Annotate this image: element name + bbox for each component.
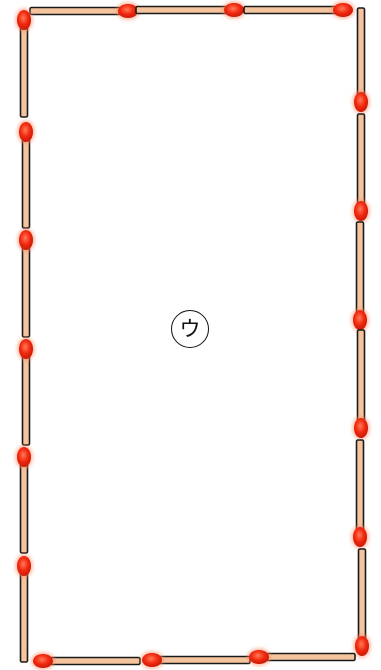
matchstick-body — [358, 330, 365, 428]
matchstick-body — [21, 457, 28, 553]
matchstick[interactable] — [17, 337, 35, 445]
matchstick[interactable] — [352, 114, 370, 223]
match-head — [353, 310, 367, 330]
matchstick-body — [357, 222, 364, 320]
matchstick[interactable] — [15, 445, 33, 553]
matchstick[interactable] — [15, 8, 33, 117]
matchstick[interactable] — [352, 8, 370, 114]
matchstick-body — [357, 440, 364, 537]
match-head — [353, 527, 367, 547]
match-head — [17, 10, 31, 30]
match-head — [19, 230, 33, 250]
match-head — [224, 3, 244, 17]
matchstick-body — [30, 8, 128, 15]
match-head — [355, 636, 369, 656]
center-katakana-label: ウ — [171, 310, 209, 348]
matchstick[interactable] — [30, 2, 140, 20]
match-head — [19, 122, 33, 142]
match-head — [354, 92, 368, 112]
match-head — [333, 3, 353, 17]
matchstick-body — [359, 549, 366, 646]
matchstick-body — [23, 132, 30, 228]
matchstick-body — [152, 657, 250, 664]
matchstick-body — [358, 8, 365, 102]
match-head — [118, 4, 138, 18]
matchstick[interactable] — [353, 549, 371, 658]
match-head — [17, 447, 31, 467]
matchstick[interactable] — [31, 652, 140, 670]
match-head — [17, 556, 31, 576]
matchstick[interactable] — [136, 1, 246, 19]
matchstick-body — [21, 20, 28, 117]
match-head — [142, 653, 162, 667]
matchstick[interactable] — [15, 554, 33, 662]
matchstick-body — [23, 349, 30, 445]
match-head — [33, 654, 53, 668]
match-head — [19, 339, 33, 359]
matchstick-body — [244, 7, 343, 14]
matchstick[interactable] — [247, 648, 355, 666]
match-head — [354, 201, 368, 221]
matchstick[interactable] — [352, 330, 370, 440]
matchstick[interactable] — [351, 440, 369, 549]
matchstick-body — [259, 654, 355, 661]
matchstick-body — [21, 566, 28, 662]
matchstick[interactable] — [244, 1, 355, 19]
match-head — [249, 650, 269, 664]
matchstick[interactable] — [351, 222, 369, 332]
matchstick-body — [136, 7, 234, 14]
matchstick[interactable] — [140, 651, 250, 669]
match-head — [354, 418, 368, 438]
matchstick-body — [43, 658, 140, 665]
matchstick-body — [23, 240, 30, 337]
matchstick[interactable] — [17, 120, 35, 228]
matchstick[interactable] — [17, 228, 35, 337]
matchstick-body — [358, 114, 365, 211]
